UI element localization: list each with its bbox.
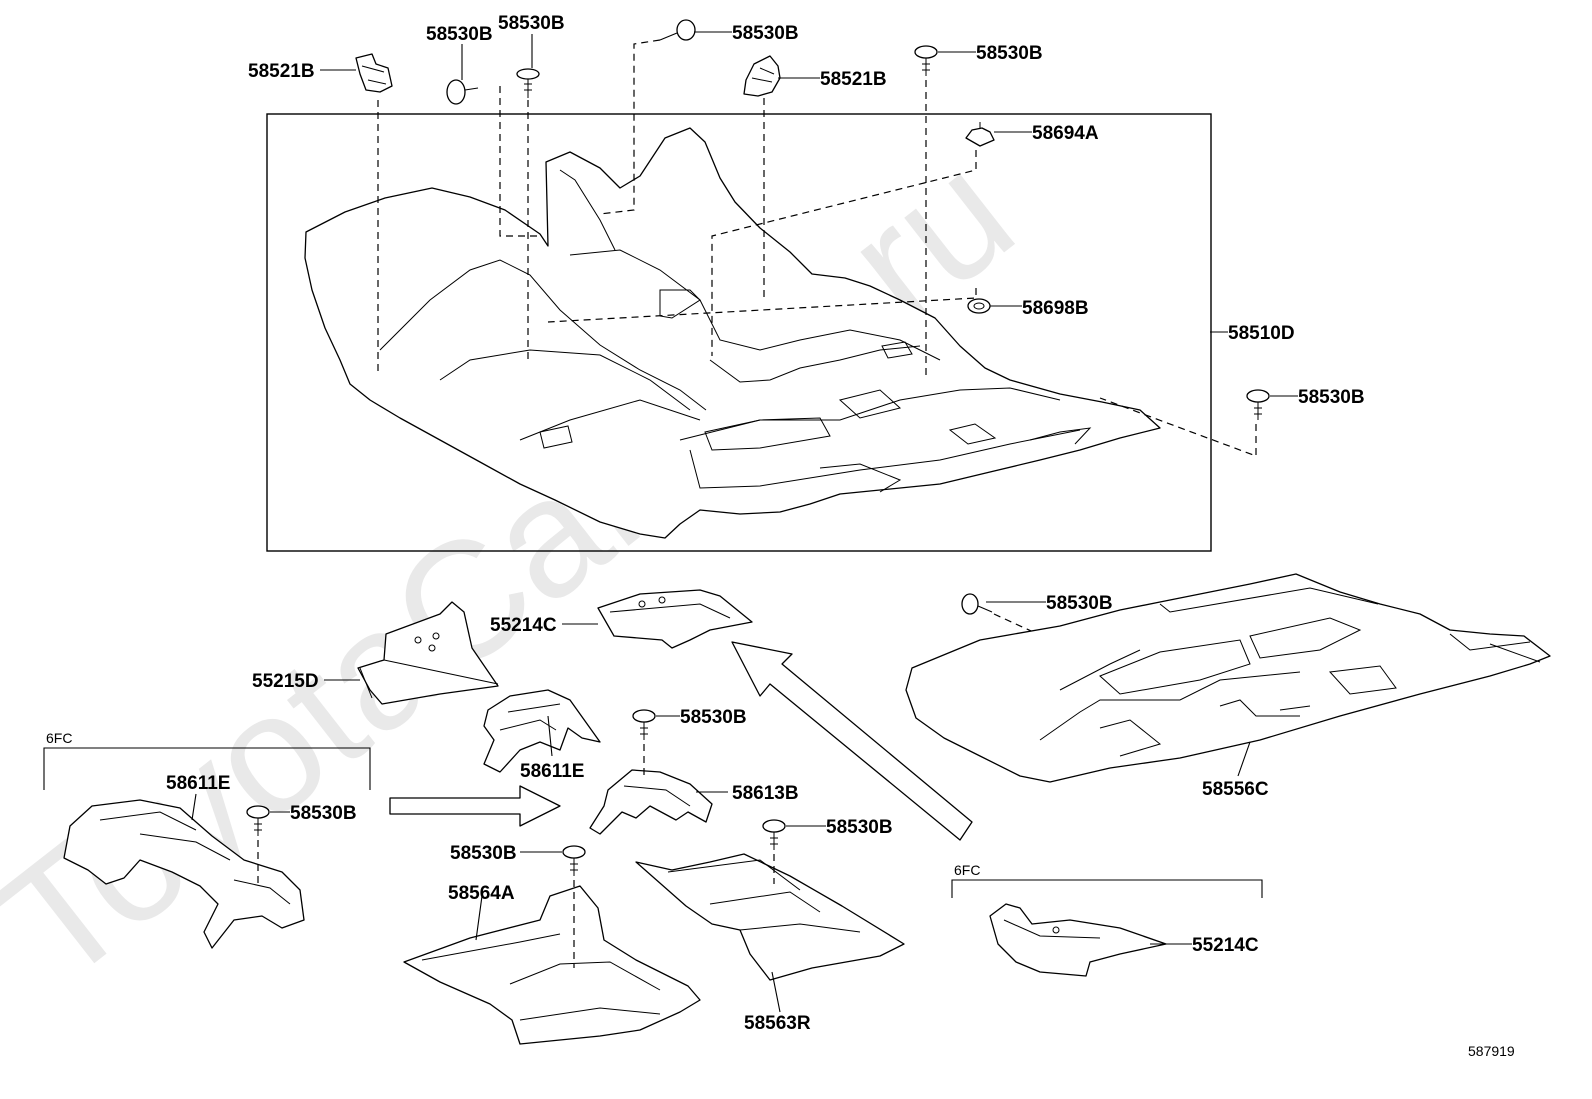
clip-58530B-b[interactable] [516,68,540,98]
label-55214C-top[interactable]: 55214C [490,615,557,636]
group-label-right: 6FC [954,862,980,878]
leader-lines [191,31,1298,1013]
label-58556C[interactable]: 58556C [1202,779,1269,800]
insulator-55215D[interactable] [357,601,499,705]
clip-58530B-e[interactable] [1246,389,1270,420]
insulator-55214C-bottom[interactable] [989,903,1167,977]
install-line-8 [547,288,977,323]
clip-58694A[interactable] [965,122,995,147]
label-58530B-h[interactable]: 58530B [826,817,893,838]
label-58698B[interactable]: 58698B [1022,298,1089,319]
clip-58530B-a[interactable] [446,79,479,105]
direction-arrow-right [389,785,561,827]
label-55214C-bottom[interactable]: 55214C [1192,935,1259,956]
clip-58530B-j[interactable] [961,593,993,615]
install-line-4 [599,39,661,215]
label-58530B-c[interactable]: 58530B [732,23,799,44]
label-58530B-f[interactable]: 58530B [680,707,747,728]
carpet-58556C[interactable] [905,573,1551,783]
label-58530B-a[interactable]: 58530B [426,24,493,45]
carpet-58563R[interactable] [635,853,905,981]
clip-58530B-g[interactable] [246,805,270,836]
install-line-2 [499,86,540,237]
label-58694A[interactable]: 58694A [1032,123,1099,144]
label-58613B[interactable]: 58613B [732,783,799,804]
clip-58521B-right[interactable] [743,55,781,97]
clip-58698B[interactable] [967,298,991,314]
group-bracket-left [43,747,371,790]
label-58611E-center[interactable]: 58611E [520,761,584,782]
label-58530B-e[interactable]: 58530B [1298,387,1365,408]
label-58563R[interactable]: 58563R [744,1013,811,1034]
silencer-58611E-center[interactable] [483,689,601,773]
diagram-id: 587919 [1468,1043,1515,1059]
silencer-58613B[interactable] [589,769,713,835]
label-58521B-left[interactable]: 58521B [248,61,315,82]
silencer-58611E-left[interactable] [63,799,305,949]
label-58611E-left[interactable]: 58611E [166,773,230,794]
label-58530B-g[interactable]: 58530B [290,803,357,824]
label-58510D[interactable]: 58510D [1228,323,1295,344]
carpet-58564A[interactable] [403,885,701,1045]
clip-58530B-i[interactable] [562,845,586,876]
group-bracket-right [951,879,1263,898]
label-58530B-d[interactable]: 58530B [976,43,1043,64]
install-line-7 [711,150,977,356]
clip-58521B-left[interactable] [355,53,393,93]
label-58530B-i[interactable]: 58530B [450,843,517,864]
clip-58530B-c[interactable] [659,19,696,41]
main-floor-carpet[interactable] [304,127,1161,539]
direction-arrow-up [731,641,973,841]
group-label-left: 6FC [46,730,72,746]
label-58564A[interactable]: 58564A [448,883,515,904]
label-58530B-j[interactable]: 58530B [1046,593,1113,614]
label-55215D[interactable]: 55215D [252,671,319,692]
insulator-55214C-top[interactable] [597,589,753,649]
clip-58530B-d[interactable] [914,45,938,76]
clip-58530B-f[interactable] [632,709,656,740]
label-58530B-b[interactable]: 58530B [498,13,565,34]
clip-58530B-h[interactable] [762,819,786,850]
label-58521B-right[interactable]: 58521B [820,69,887,90]
